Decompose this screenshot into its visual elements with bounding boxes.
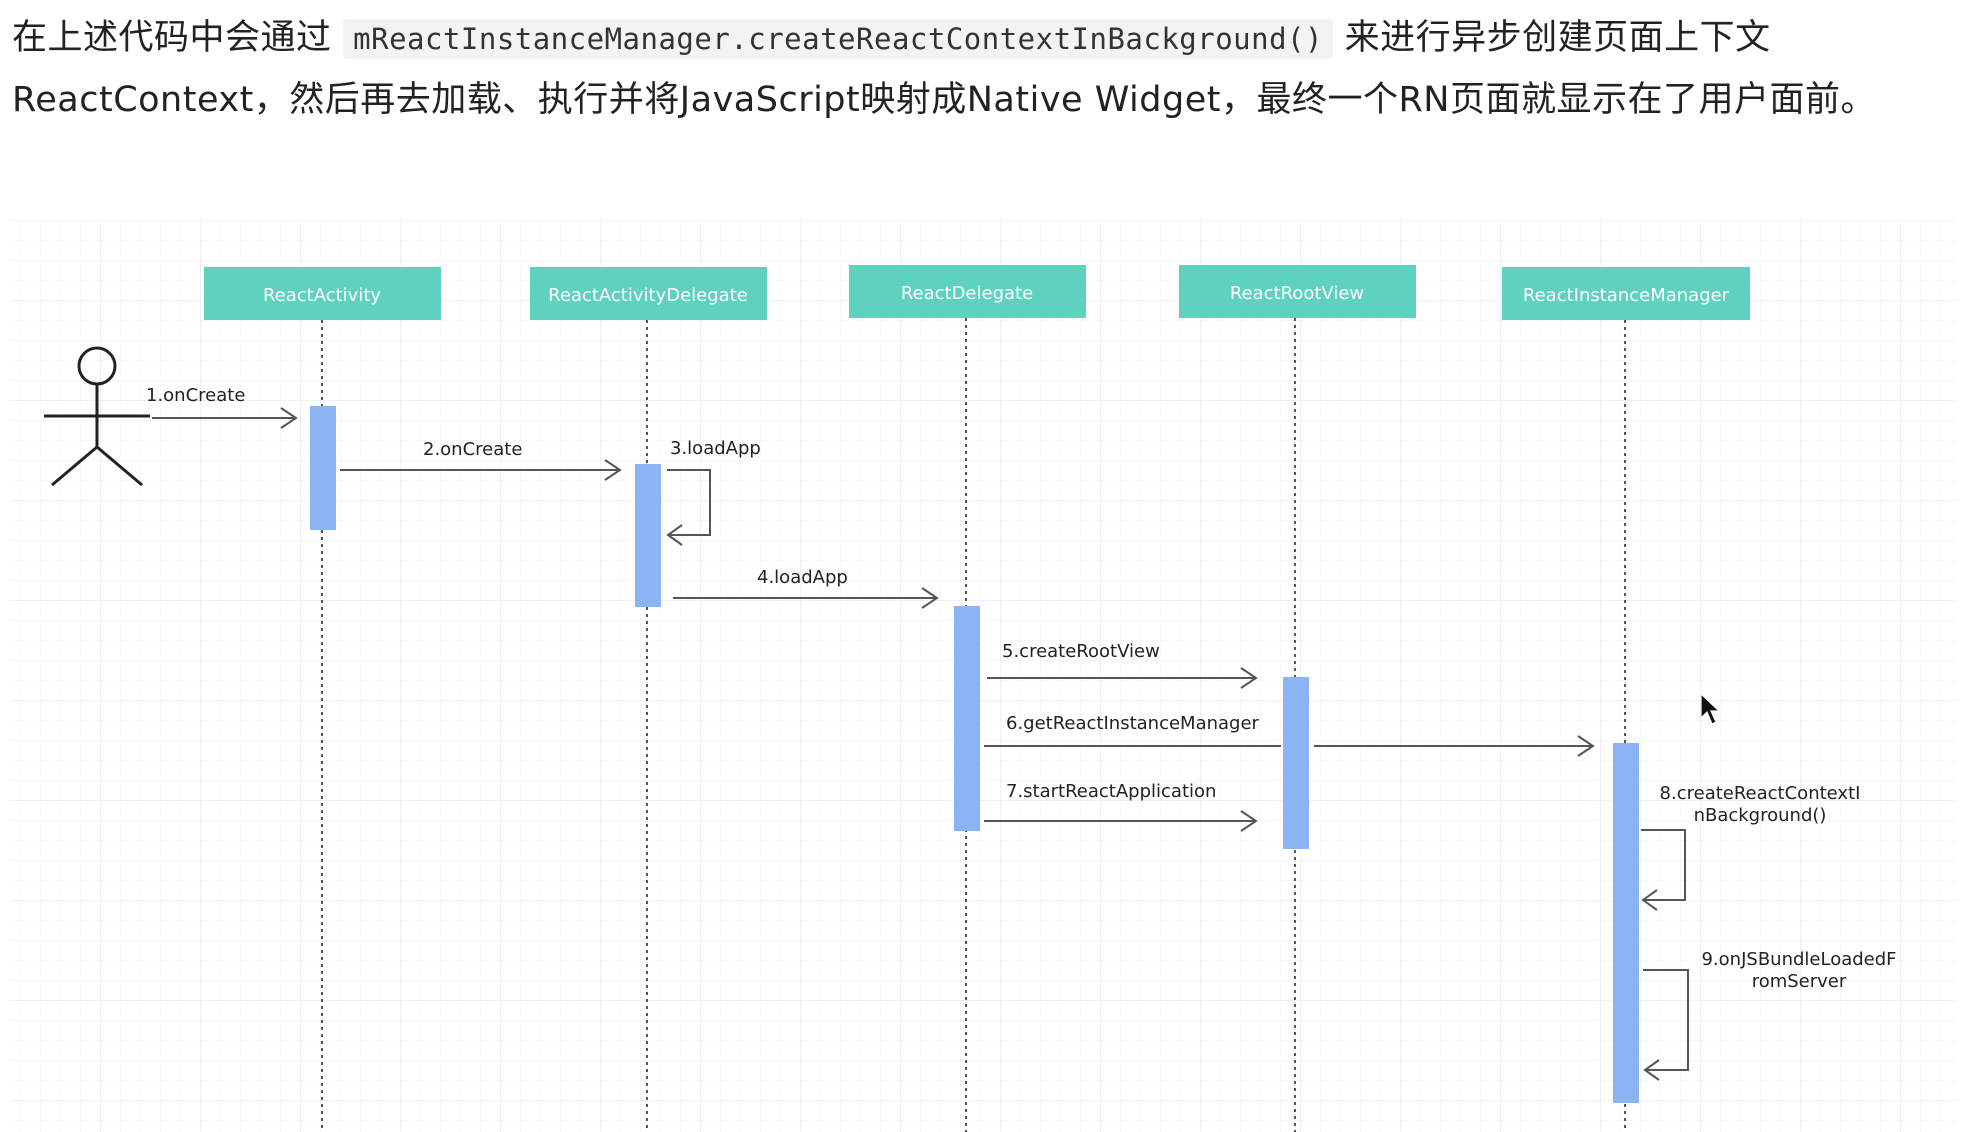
message-label: romServer [1752,971,1847,992]
activation-react-instance-manager [1613,743,1639,1103]
participant-react-activity-delegate: ReactActivityDelegate [530,267,767,320]
participant-box [530,267,767,320]
message-1-arrow [152,407,298,429]
message-7-arrow [984,810,1258,832]
message-label: 1.onCreate [146,385,245,406]
participant-label: ReactInstanceManager [1523,285,1730,306]
inline-code: mReactInstanceManager.createReactContext… [343,19,1333,59]
message-3-self-arrow [666,469,711,546]
participant-label: ReactActivityDelegate [548,285,748,306]
message-9-self-arrow [1643,969,1689,1081]
participant-box [1502,267,1750,320]
message-5-arrow [987,667,1258,689]
grid-background [10,220,1956,1132]
message-label: 2.onCreate [423,439,522,460]
activation-react-root-view [1283,677,1309,849]
message-label: 7.startReactApplication [1006,781,1216,802]
participant-react-activity: ReactActivity [204,267,441,320]
message-2-arrow [340,459,622,481]
participant-react-instance-manager: ReactInstanceManager [1502,267,1750,320]
participant-box [1179,265,1416,318]
message-label: nBackground() [1694,805,1827,826]
activation-react-activity-delegate [635,464,661,607]
intro-text-before: 在上述代码中会通过 [12,18,332,58]
activation-react-delegate [954,606,980,831]
message-label: 5.createRootView [1002,641,1160,662]
participant-label: ReactDelegate [901,283,1033,304]
message-arrows [152,407,1689,1081]
message-8-self-arrow [1641,829,1686,911]
mouse-cursor-icon [1700,692,1721,725]
activation-react-activity [310,406,336,530]
message-label: 4.loadApp [757,567,848,588]
message-label: 6.getReactInstanceManager [1006,713,1260,734]
activation-bars [310,406,1639,1103]
participant-react-delegate: ReactDelegate [849,265,1086,318]
participant-label: ReactRootView [1230,283,1364,304]
participant-box [204,267,441,320]
participant-react-root-view: ReactRootView [1179,265,1416,318]
intro-paragraph: 在上述代码中会通过 mReactInstanceManager.createRe… [12,8,1952,131]
message-4-arrow [673,587,939,609]
intro-text-after: 来进行异步创建页面上下文ReactContext，然后再去加载、执行并将Java… [12,18,1876,120]
message-label: 9.onJSBundleLoadedF [1701,949,1896,970]
message-6-arrow [984,735,1595,757]
participant-label: ReactActivity [263,285,381,306]
participant-box [849,265,1086,318]
stick-figure-actor-icon [44,346,150,487]
message-label: 8.createReactContextI [1660,783,1861,804]
message-label: 3.loadApp [670,438,761,459]
